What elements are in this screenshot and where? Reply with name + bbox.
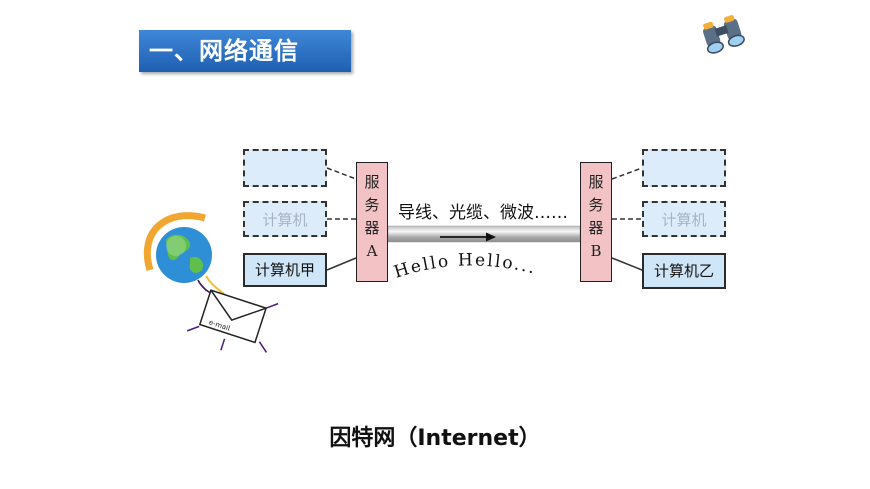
server-b-char: B (590, 242, 602, 260)
globe-icon (143, 212, 212, 283)
arrow-right-icon (440, 232, 496, 242)
email-envelope-icon: e-mail (186, 281, 279, 353)
computer-yi: 计算机乙 (642, 253, 726, 289)
binoculars-icon (703, 15, 745, 54)
left-computer-faded: 计算机 (243, 201, 327, 237)
hello-text: Hello Hello... (392, 250, 539, 282)
slide-title: 一、网络通信 (139, 30, 351, 72)
right-computer-faded: 计算机 (642, 201, 726, 237)
media-label: 导线、光缆、微波…… (398, 203, 568, 223)
server-b: 服 务 器 B (580, 162, 612, 282)
server-a-char: 器 (364, 219, 380, 237)
server-a-char: A (366, 242, 378, 260)
network-cable (387, 225, 581, 243)
computer-jia: 计算机甲 (243, 253, 327, 287)
left-dashed-computer-top (243, 149, 327, 187)
server-a-char: 务 (364, 196, 380, 214)
server-a: 服 务 器 A (356, 162, 388, 282)
server-b-char: 器 (588, 219, 604, 237)
server-b-char: 服 (588, 173, 604, 191)
server-b-char: 务 (588, 196, 604, 214)
right-dashed-computer-top (642, 149, 726, 187)
hello-text-path: Hello Hello... (392, 250, 537, 282)
internet-caption: 因特网（Internet） (329, 426, 541, 451)
server-a-char: 服 (364, 173, 380, 191)
